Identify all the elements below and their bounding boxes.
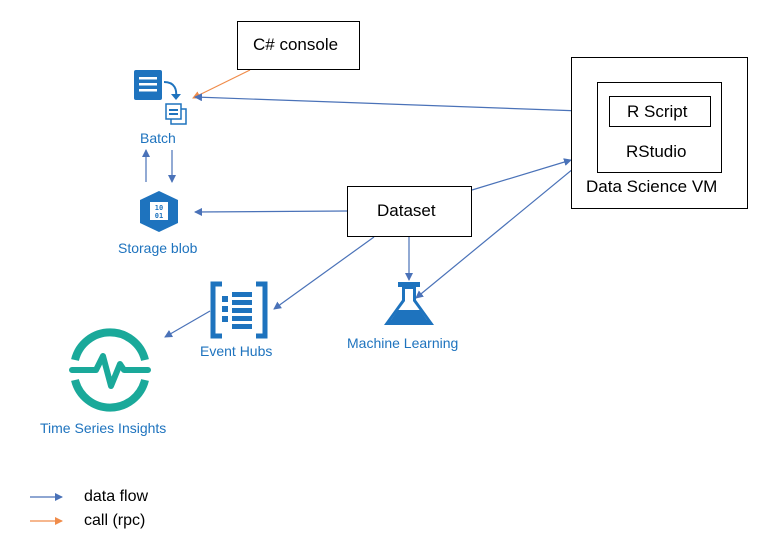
r-script-label: R Script [627, 102, 688, 121]
arrow-dataset-to-eventhubs [273, 236, 375, 310]
machine-learning-flask-icon [384, 282, 434, 325]
r-script-box [609, 96, 711, 127]
storage-blob-label: Storage blob [118, 240, 198, 256]
svg-text:10: 10 [155, 204, 163, 212]
dataset-box [347, 186, 472, 237]
time-series-insights-label: Time Series Insights [40, 420, 167, 436]
batch-icon [134, 70, 187, 125]
rstudio-label: RStudio [626, 142, 687, 161]
dataset-label: Dataset [377, 201, 436, 220]
csharp-console-box [237, 21, 360, 70]
svg-text:01: 01 [155, 212, 163, 220]
arrow-eventhubs-to-tsi [164, 310, 211, 338]
arrow-csharp-to-batch [192, 69, 251, 99]
arrow-rscript-to-batch [194, 93, 610, 113]
arrow-dataset-to-vm [471, 158, 572, 191]
legend-call-label: call (rpc) [84, 512, 146, 529]
batch-label: Batch [140, 130, 176, 146]
time-series-insights-icon [69, 328, 151, 412]
csharp-console-label: C# console [253, 35, 339, 54]
arrow-dataset-to-blob [194, 207, 348, 216]
event-hubs-icon [210, 281, 268, 339]
data-science-vm-label: Data Science VM [586, 177, 718, 196]
machine-learning-label: Machine Learning [347, 335, 459, 351]
legend-data-flow-label: data flow [84, 488, 149, 505]
storage-blob-icon: 10 01 [140, 191, 178, 232]
event-hubs-label: Event Hubs [200, 343, 273, 359]
